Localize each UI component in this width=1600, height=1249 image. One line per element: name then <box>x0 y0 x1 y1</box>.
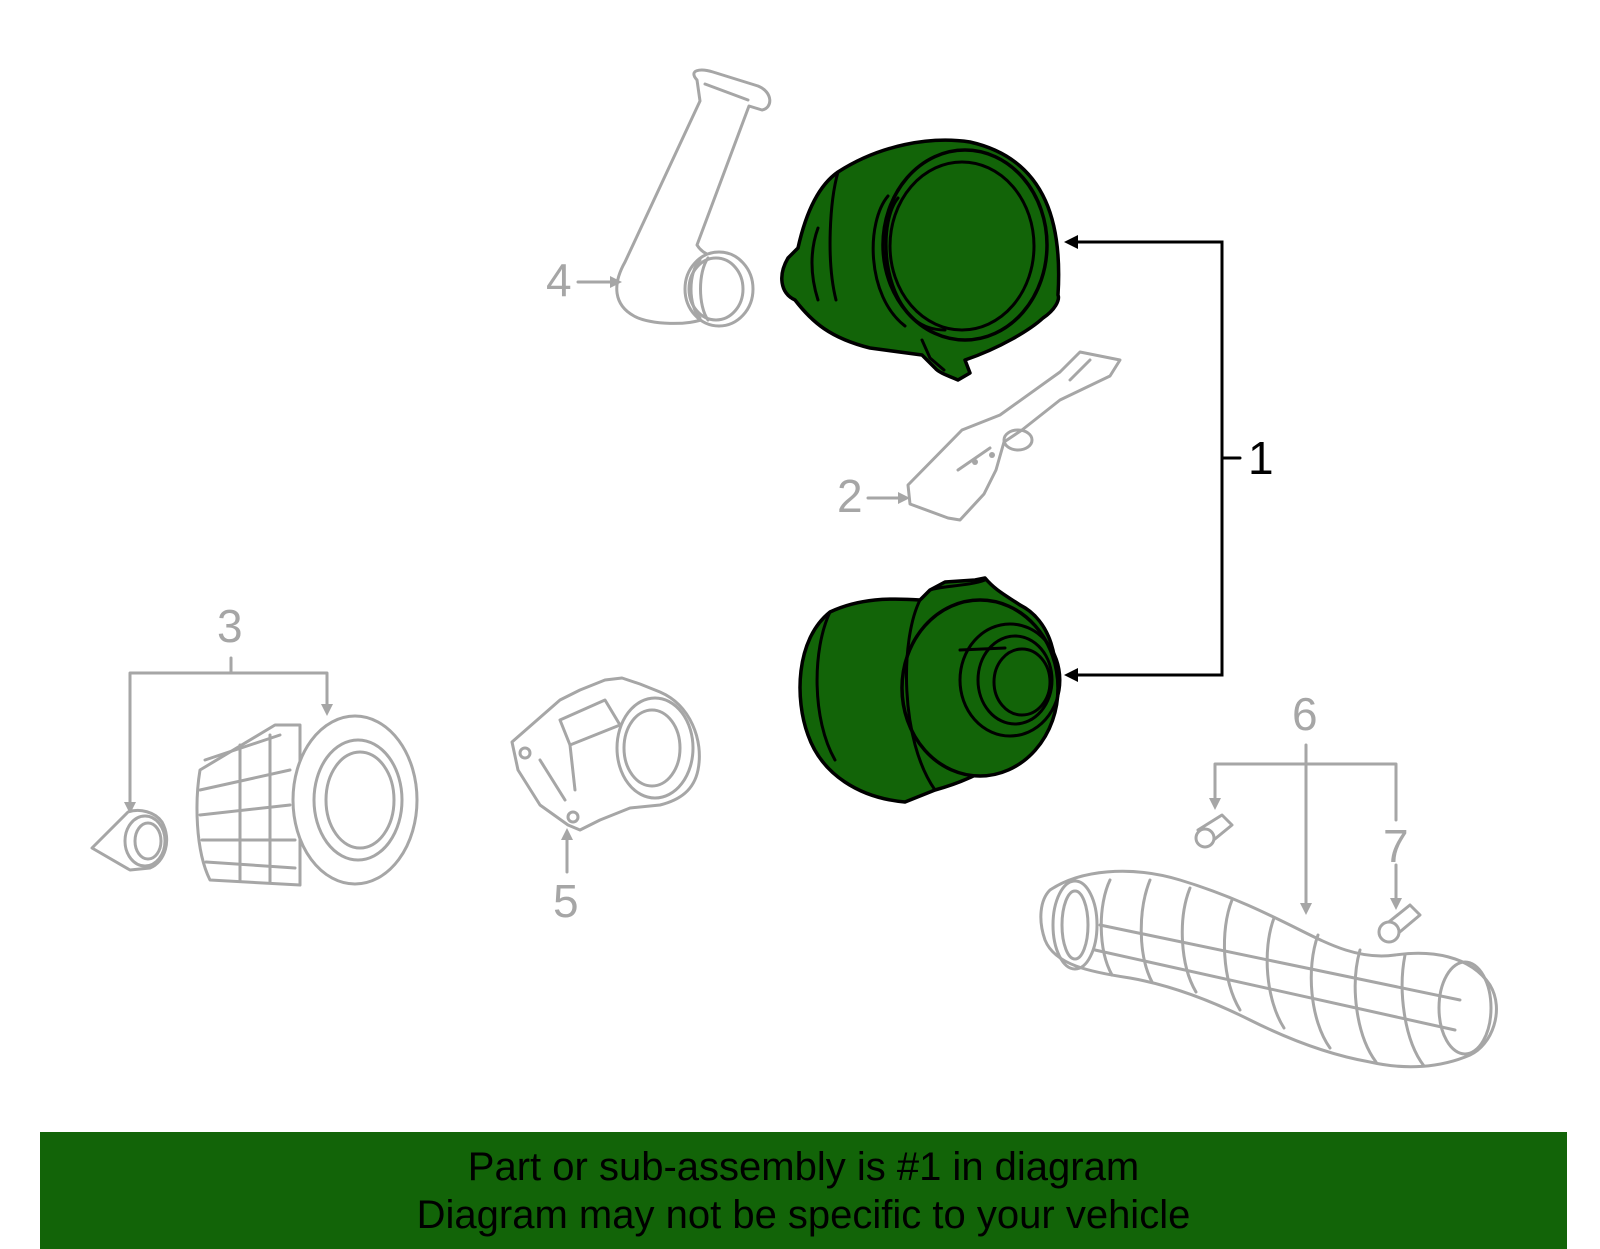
part-1-air-cleaner-top[interactable] <box>780 138 1061 382</box>
part-4-intake-duct[interactable] <box>615 68 772 328</box>
banner-background <box>40 1132 1567 1249</box>
info-banner: Part or sub-assembly is #1 in diagram Di… <box>40 1132 1567 1249</box>
part-3-air-filter[interactable] <box>195 714 419 887</box>
callout-5-arrow <box>561 828 573 874</box>
callout-2-arrow <box>866 492 910 504</box>
callout-1-bracket <box>1064 235 1242 682</box>
callout-3-label: 3 <box>217 600 243 652</box>
part-1-air-cleaner-bottom[interactable] <box>798 576 1062 804</box>
callout-2-label: 2 <box>837 470 863 522</box>
part-3-sensor-cap[interactable] <box>90 808 169 872</box>
banner-line-1: Part or sub-assembly is #1 in diagram <box>467 1144 1140 1189</box>
callout-4-label: 4 <box>546 254 572 306</box>
part-6-intake-hose[interactable] <box>1039 869 1498 1069</box>
callout-1-label: 1 <box>1248 432 1274 484</box>
callout-5-label: 5 <box>553 875 579 927</box>
part-7-sensor[interactable] <box>1377 903 1422 944</box>
callout-6-7-bracket <box>1209 743 1402 915</box>
part-6-bolt[interactable] <box>1194 813 1234 849</box>
banner-line-2: Diagram may not be specific to your vehi… <box>416 1192 1191 1237</box>
callout-4-arrow <box>576 276 622 288</box>
callout-6-label: 6 <box>1292 688 1318 740</box>
part-5-maf-housing[interactable] <box>510 676 701 832</box>
callout-3-bracket <box>124 656 333 814</box>
callout-7-label: 7 <box>1383 820 1409 872</box>
part-2-bracket[interactable] <box>906 350 1122 522</box>
